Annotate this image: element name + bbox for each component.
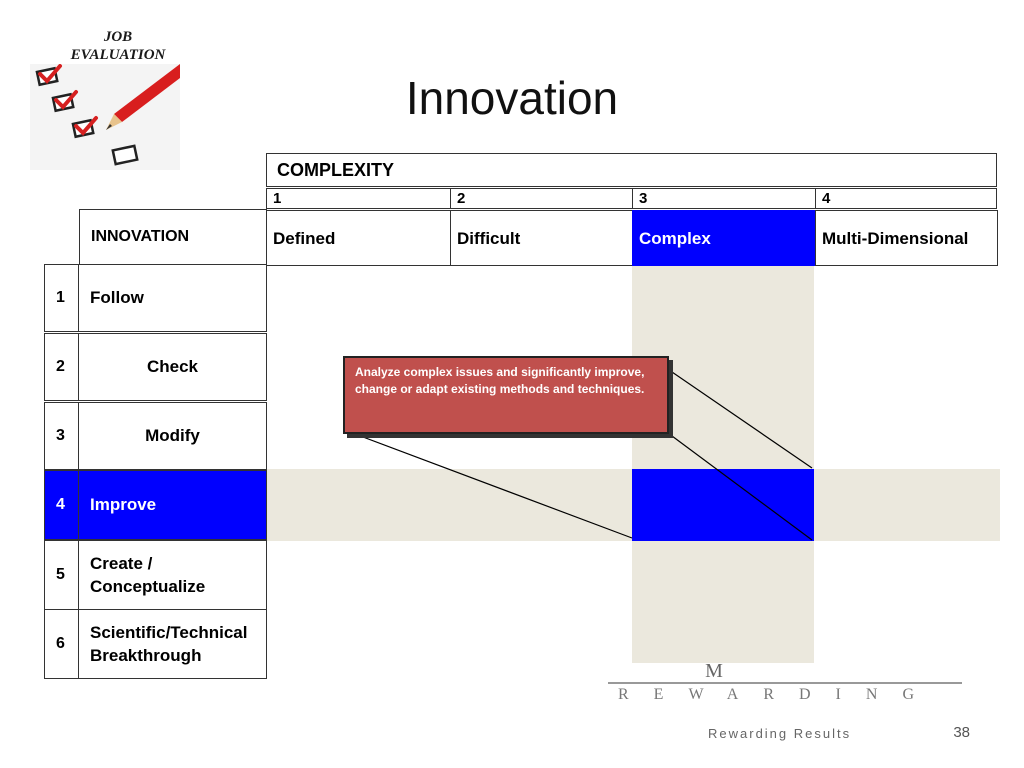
intersection-highlight [632,469,814,541]
callout-description: Analyze complex issues and significantly… [343,356,669,434]
slide-title: Innovation [405,72,619,124]
innovation-level-breakthrough: Scientific/Technical Breakthrough [78,609,267,679]
page-number: 38 [953,724,970,741]
brand-mark: M [705,660,723,682]
innovation-header: INNOVATION [79,209,267,265]
innovation-num-5: 5 [44,540,79,610]
logo-title-line-2: EVALUATION [70,47,166,63]
checklist-pencil-icon [30,64,180,170]
innovation-num-3: 3 [44,402,79,470]
complexity-num-2: 2 [450,188,633,209]
innovation-level-create: Create / Conceptualize [78,540,267,610]
innovation-level-modify: Modify [78,402,267,470]
job-evaluation-logo: JOB EVALUATION [26,28,184,170]
complexity-num-3: 3 [632,188,816,209]
innovation-num-6: 6 [44,609,79,679]
complexity-level-complex: Complex [632,210,816,266]
brand-tagline: Rewarding Results [708,726,852,741]
complex-column-highlight [632,265,814,663]
innovation-num-2: 2 [44,333,79,401]
logo-title: JOB EVALUATION [58,28,178,64]
logo-title-line-1: JOB [103,29,133,45]
brand-wordmark: REWARDING [618,686,939,703]
innovation-level-check: Check [78,333,267,401]
innovation-level-follow: Follow [78,264,267,332]
complexity-num-1: 1 [266,188,451,209]
innovation-num-4: 4 [44,470,79,540]
brand-divider [608,682,962,684]
complexity-level-difficult: Difficult [450,210,633,266]
innovation-level-improve: Improve [78,470,267,540]
complexity-level-defined: Defined [266,210,451,266]
innovation-num-1: 1 [44,264,79,332]
complexity-level-multi-dimensional: Multi-Dimensional [815,210,998,266]
complexity-num-4: 4 [815,188,997,209]
complexity-header: COMPLEXITY [266,153,997,187]
